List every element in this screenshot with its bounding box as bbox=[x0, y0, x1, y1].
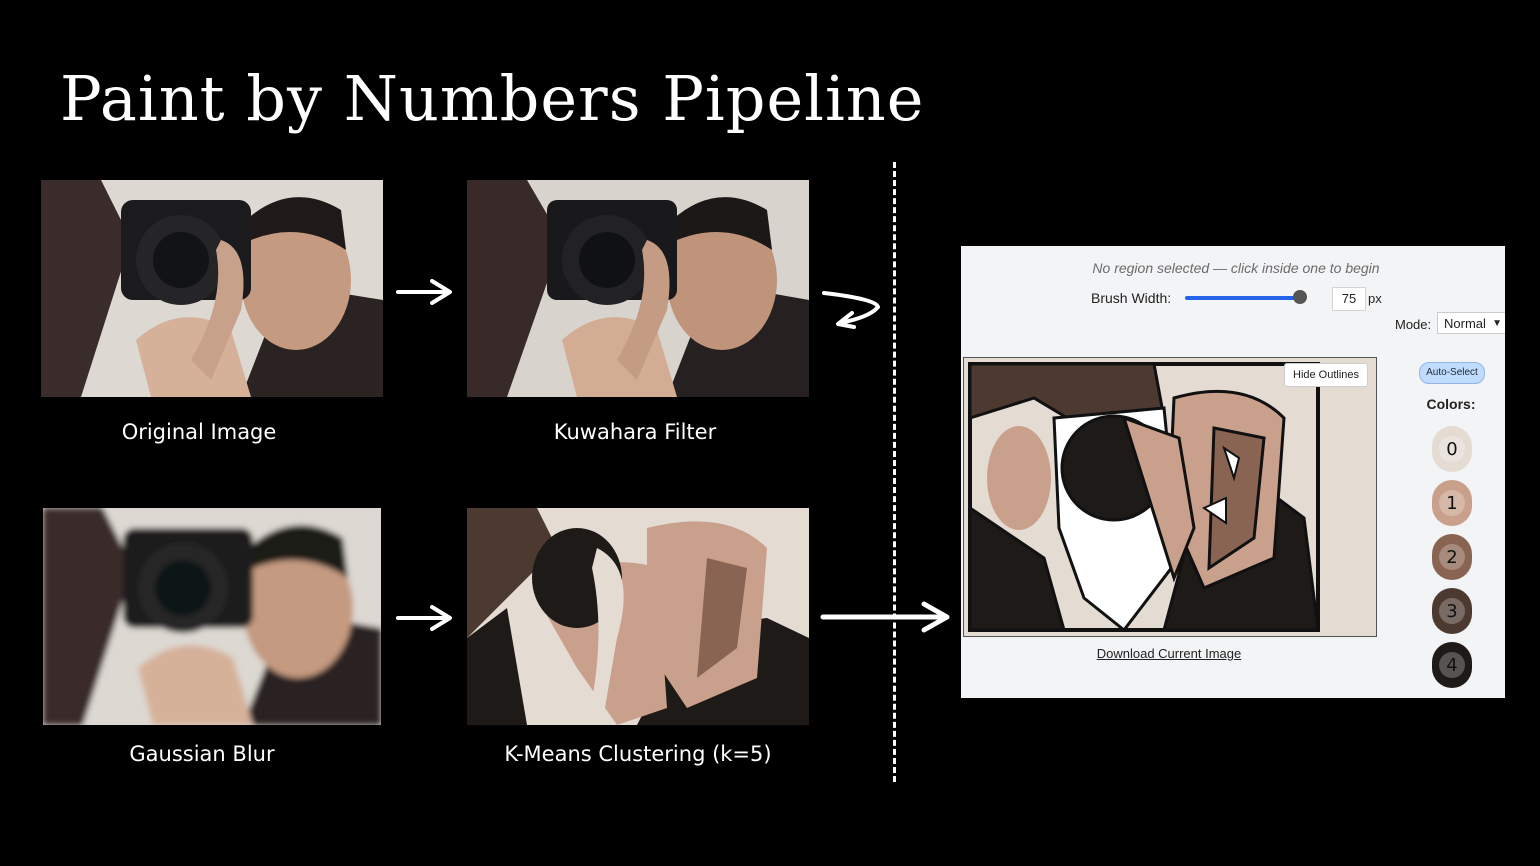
original-image bbox=[41, 180, 383, 397]
colors-label: Colors: bbox=[1426, 396, 1476, 412]
mode-select[interactable]: Normal ▼ bbox=[1437, 312, 1505, 334]
mode-value: Normal bbox=[1444, 316, 1486, 331]
color-swatch-label: 4 bbox=[1439, 652, 1465, 678]
dashed-divider bbox=[893, 162, 896, 782]
arrow-right-icon bbox=[396, 605, 452, 631]
color-swatch-label: 1 bbox=[1439, 490, 1465, 516]
color-swatch-0[interactable]: 0 bbox=[1432, 426, 1472, 472]
color-swatch-label: 2 bbox=[1439, 544, 1465, 570]
status-text: No region selected — click inside one to… bbox=[1092, 260, 1380, 276]
color-swatch-label: 0 bbox=[1439, 436, 1465, 462]
slide-title: Paint by Numbers Pipeline bbox=[60, 62, 925, 135]
original-caption: Original Image bbox=[121, 420, 277, 444]
app-panel: No region selected — click inside one to… bbox=[961, 246, 1505, 698]
arrow-right-icon bbox=[396, 279, 452, 305]
gaussian-caption: Gaussian Blur bbox=[129, 742, 275, 766]
kmeans-caption: K-Means Clustering (k=5) bbox=[504, 742, 772, 766]
gaussian-image bbox=[43, 508, 381, 725]
hide-outlines-button[interactable]: Hide Outlines bbox=[1284, 363, 1369, 387]
color-swatch-2[interactable]: 2 bbox=[1432, 534, 1472, 580]
brush-width-label: Brush Width: bbox=[1091, 290, 1172, 306]
segmented-image bbox=[964, 358, 1376, 636]
kmeans-image bbox=[467, 508, 809, 725]
color-swatch-label: 3 bbox=[1439, 598, 1465, 624]
mode-label: Mode: bbox=[1395, 317, 1432, 332]
curved-arrow-icon bbox=[822, 291, 881, 329]
auto-select-button[interactable]: Auto-Select bbox=[1419, 362, 1485, 384]
color-swatch-1[interactable]: 1 bbox=[1432, 480, 1472, 526]
kuwahara-caption: Kuwahara Filter bbox=[553, 420, 717, 444]
color-swatch-3[interactable]: 3 bbox=[1432, 588, 1472, 634]
kuwahara-image bbox=[467, 180, 809, 397]
slider-thumb[interactable] bbox=[1293, 290, 1307, 304]
brush-width-slider[interactable] bbox=[1185, 296, 1300, 300]
brush-width-unit: px bbox=[1368, 291, 1382, 306]
color-swatch-4[interactable]: 4 bbox=[1432, 642, 1472, 688]
chevron-down-icon: ▼ bbox=[1492, 318, 1502, 329]
long-arrow-right-icon bbox=[820, 601, 950, 633]
paint-canvas[interactable]: Hide Outlines bbox=[963, 357, 1377, 637]
brush-width-input[interactable]: 75 bbox=[1332, 287, 1366, 311]
download-link[interactable]: Download Current Image bbox=[1096, 646, 1242, 661]
